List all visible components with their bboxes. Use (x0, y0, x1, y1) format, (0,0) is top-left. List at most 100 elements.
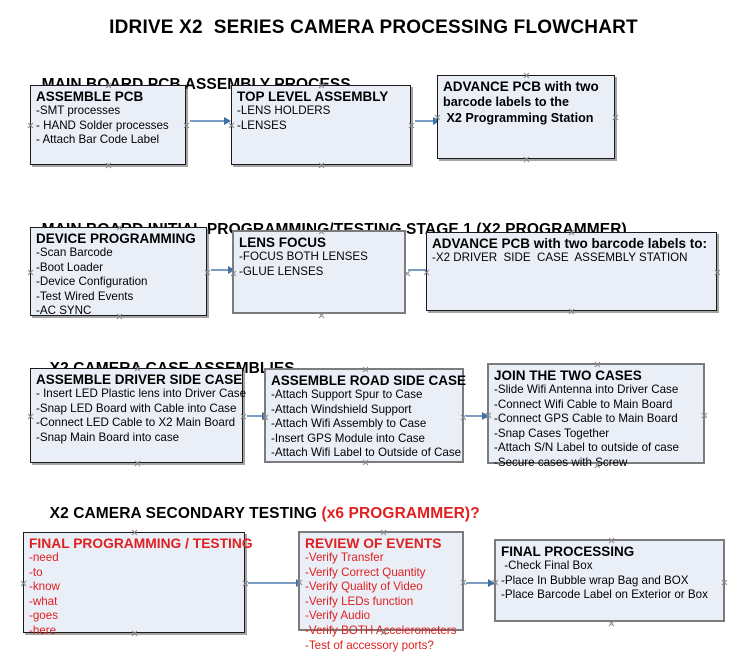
node-final-programming-testing[interactable]: FINAL PROGRAMMING / TESTING -need -to -k… (20, 532, 253, 637)
node-line: -Check Final Box (501, 559, 593, 572)
node-line: -Attach Support Spur to Case (271, 388, 423, 401)
connector-handle-right[interactable] (404, 270, 411, 277)
connector-handle-left[interactable] (434, 114, 441, 121)
node-line: - Attach Bar Code Label (36, 133, 160, 147)
connector-handle-bottom[interactable] (568, 308, 575, 315)
node-line: -what (29, 594, 58, 608)
section-heading-4: X2 CAMERA SECONDARY TESTING (x6 PROGRAMM… (32, 487, 480, 541)
connector-handle-bottom[interactable] (134, 460, 141, 467)
connector-handle-top[interactable] (608, 537, 615, 544)
connector-handle-left[interactable] (296, 579, 303, 586)
connector-handle-right[interactable] (204, 269, 211, 276)
node-line: -LENSES (237, 118, 287, 132)
connector-handle-left[interactable] (27, 413, 34, 420)
node-line: -Attach Wifi Label to Outside of Case (271, 446, 462, 460)
node-line: -Slide Wifi Antenna into Driver Case (494, 383, 679, 396)
node-title: JOIN THE TWO CASES (494, 368, 642, 383)
arrow-pcb-to-top-level (190, 116, 232, 126)
connector-handle-right[interactable] (701, 412, 708, 419)
node-title: ASSEMBLE PCB (36, 89, 144, 104)
connector-handle-bottom[interactable] (523, 156, 530, 163)
node-line: -here (29, 623, 57, 637)
node-line: -Verify Audio (305, 609, 371, 623)
connector-handle-left[interactable] (492, 579, 499, 586)
node-line: -Verify Quality of Video (305, 580, 423, 594)
node-join-the-two-cases[interactable]: JOIN THE TWO CASES -Slide Wifi Antenna i… (485, 361, 708, 469)
arrow-review-to-final-processing (466, 578, 496, 588)
connector-handle-top[interactable] (362, 366, 369, 373)
node-review-of-events[interactable]: REVIEW OF EVENTS -Verify Transfer -Verif… (296, 529, 467, 652)
node-top-level-assembly[interactable]: TOP LEVEL ASSEMBLY -LENS HOLDERS -LENSES (231, 85, 411, 165)
connector-handle-left[interactable] (230, 270, 237, 277)
node-line: -know (29, 580, 60, 594)
node-line: -goes (29, 609, 59, 623)
connector-handle-left[interactable] (20, 580, 27, 587)
node-advance-pcb-driver-side-station[interactable]: ADVANCE PCB with two barcode labels to: … (426, 232, 717, 311)
connector-handle-left[interactable] (423, 269, 430, 276)
connector-handle-right[interactable] (240, 413, 247, 420)
connector-handle-bottom[interactable] (318, 162, 325, 169)
node-line: -to (29, 565, 43, 579)
connector-handle-right[interactable] (408, 122, 415, 129)
node-device-programming[interactable]: DEVICE PROGRAMMING -Scan Barcode -Boot L… (27, 227, 207, 318)
node-line: -Secure cases with Screw (494, 455, 628, 469)
node-line: -Verify Correct Quantity (305, 565, 426, 579)
connector-handle-left[interactable] (485, 412, 492, 419)
connector-handle-top[interactable] (318, 228, 325, 235)
node-title: DEVICE PROGRAMMING (36, 231, 196, 246)
node-assemble-driver-side-case[interactable]: ASSEMBLE DRIVER SIDE CASE - Insert LED P… (27, 368, 246, 463)
connector-handle-right[interactable] (612, 114, 619, 121)
node-line: -Boot Loader (36, 260, 104, 274)
node-lens-focus[interactable]: LENS FOCUS -FOCUS BOTH LENSES -GLUE LENS… (232, 230, 406, 314)
node-title: TOP LEVEL ASSEMBLY (237, 89, 389, 104)
node-title: LENS FOCUS (239, 235, 327, 250)
connector-handle-left[interactable] (27, 269, 34, 276)
connector-handle-right[interactable] (714, 269, 721, 276)
node-line: -Verify Transfer (305, 551, 384, 564)
connector-handle-right[interactable] (460, 414, 467, 421)
node-line: -Verify BOTH Accelerometers (305, 623, 457, 637)
node-line: X2 Programming Station (443, 111, 594, 125)
node-line: -Insert GPS Module into Case (271, 431, 426, 445)
page-title: IDRIVE X2 SERIES CAMERA PROCESSING FLOWC… (109, 17, 638, 38)
node-advance-pcb-programming-station[interactable]: ADVANCE PCB with two barcode labels to t… (437, 75, 615, 159)
section-heading-4-accent: (x6 PROGRAMMER)? (321, 505, 480, 522)
connector-handle-top[interactable] (594, 361, 601, 368)
node-line: -Place In Bubble wrap Bag and BOX (501, 573, 689, 587)
connector-handle-bottom[interactable] (105, 162, 112, 169)
connector-handle-right[interactable] (183, 122, 190, 129)
node-final-processing[interactable]: FINAL PROCESSING -Check Final Box -Place… (494, 539, 725, 622)
connector-handle-left[interactable] (262, 414, 269, 421)
connector-handle-top[interactable] (380, 529, 387, 536)
connector-handle-right[interactable] (460, 579, 467, 586)
node-line: -Snap Cases Together (494, 426, 610, 440)
connector-handle-left[interactable] (228, 122, 235, 129)
node-line: -SMT processes (36, 104, 121, 117)
node-line: -Place Barcode Label on Exterior or Box (501, 588, 708, 602)
connector-handle-bottom[interactable] (608, 620, 615, 627)
node-line: -Test Wired Events (36, 289, 134, 303)
arrow-final-programming-to-review (248, 578, 304, 588)
node-line-overflow: -Test of accessory ports? (305, 638, 434, 652)
node-assemble-road-side-case[interactable]: ASSEMBLE ROAD SIDE CASE -Attach Support … (262, 366, 467, 463)
node-line: -Device Configuration (36, 275, 148, 289)
connector-handle-bottom[interactable] (318, 312, 325, 319)
node-line: -AC SYNC (36, 304, 92, 318)
node-assemble-pcb[interactable]: ASSEMBLE PCB -SMT processes - HAND Solde… (30, 85, 186, 165)
node-line: -LENS HOLDERS (237, 104, 331, 117)
node-line: -Attach Windshield Support (271, 402, 412, 416)
node-line: -Scan Barcode (36, 246, 113, 259)
connector-handle-right[interactable] (242, 580, 249, 587)
node-line: -Attach Wifi Assembly to Case (271, 417, 427, 431)
connector-handle-left[interactable] (27, 122, 34, 129)
connector-handle-right[interactable] (721, 579, 728, 586)
node-line: -Connect GPS Cable to Main Board (494, 412, 678, 426)
node-line: - HAND Solder processes (36, 118, 169, 132)
connector-handle-top[interactable] (523, 72, 530, 79)
node-line: -Verify LEDs function (305, 594, 414, 608)
node-title: ASSEMBLE DRIVER SIDE CASE (36, 372, 243, 387)
node-line: barcode labels to the (443, 95, 569, 109)
node-line: -Attach S/N Label to outside of case (494, 441, 679, 455)
node-title: ADVANCE PCB with two barcode labels to: (432, 236, 708, 251)
